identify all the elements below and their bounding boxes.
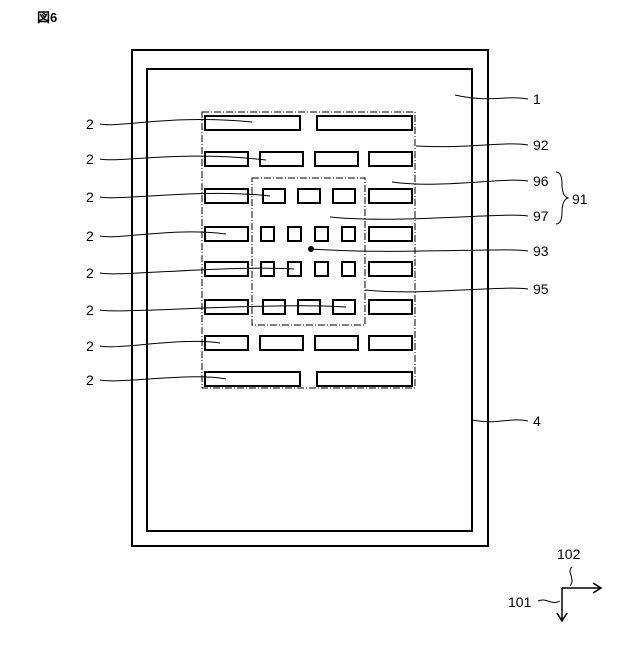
- label-2-row3: 2: [86, 189, 94, 205]
- pad-row3-right: [369, 189, 412, 203]
- pad-row4-left: [205, 227, 248, 241]
- pad-row6-inner-2: [298, 300, 320, 314]
- direction-axes: [538, 567, 601, 621]
- label-95: 95: [533, 281, 549, 297]
- pad-row7-4: [369, 336, 412, 350]
- label-93: 93: [533, 243, 549, 259]
- pad-row1-left: [205, 116, 300, 130]
- pad-row5-inner-1: [261, 262, 274, 276]
- pad-row7-3: [315, 336, 358, 350]
- pad-row4-right: [369, 227, 412, 241]
- label-102: 102: [557, 546, 581, 562]
- pad-row2-1: [205, 152, 248, 166]
- pad-row8-left: [205, 372, 300, 386]
- pad-row6-right: [369, 300, 412, 314]
- pad-row2-3: [315, 152, 358, 166]
- pad-row4-inner-1: [261, 227, 274, 241]
- leader-102: [570, 567, 572, 586]
- label-2-row6: 2: [86, 302, 94, 318]
- label-2-row7: 2: [86, 338, 94, 354]
- label-97: 97: [533, 208, 549, 224]
- pad-row1-right: [317, 116, 412, 130]
- pad-row7-2: [260, 336, 303, 350]
- pad-row5-inner-3: [315, 262, 328, 276]
- pad-row5-inner-4: [342, 262, 355, 276]
- label-4: 4: [533, 413, 541, 429]
- label-101: 101: [508, 594, 532, 610]
- leader-101: [538, 600, 560, 603]
- pad-row3-inner-2: [298, 189, 320, 203]
- pad-row3-inner-3: [333, 189, 355, 203]
- label-2-row8: 2: [86, 372, 94, 388]
- brace-91: [556, 172, 568, 224]
- label-91: 91: [572, 191, 588, 207]
- pad-row6-inner-1: [263, 300, 285, 314]
- figure-title: 図6: [37, 10, 57, 25]
- pad-row4-inner-3: [315, 227, 328, 241]
- label-2-row4: 2: [86, 228, 94, 244]
- label-92: 92: [533, 137, 549, 153]
- pad-row2-2: [260, 152, 303, 166]
- pad-row4-inner-2: [288, 227, 301, 241]
- pad-row8-right: [317, 372, 412, 386]
- pad-row5-right: [369, 262, 412, 276]
- pad-row2-4: [369, 152, 412, 166]
- pad-row3-left: [205, 189, 248, 203]
- outer-frame-4: [132, 50, 488, 546]
- label-2-row1: 2: [86, 116, 94, 132]
- label-96: 96: [533, 173, 549, 189]
- label-2-row5: 2: [86, 265, 94, 281]
- label-1: 1: [533, 91, 541, 107]
- pad-row7-1: [205, 336, 248, 350]
- pad-row4-inner-4: [342, 227, 355, 241]
- label-2-row2: 2: [86, 151, 94, 167]
